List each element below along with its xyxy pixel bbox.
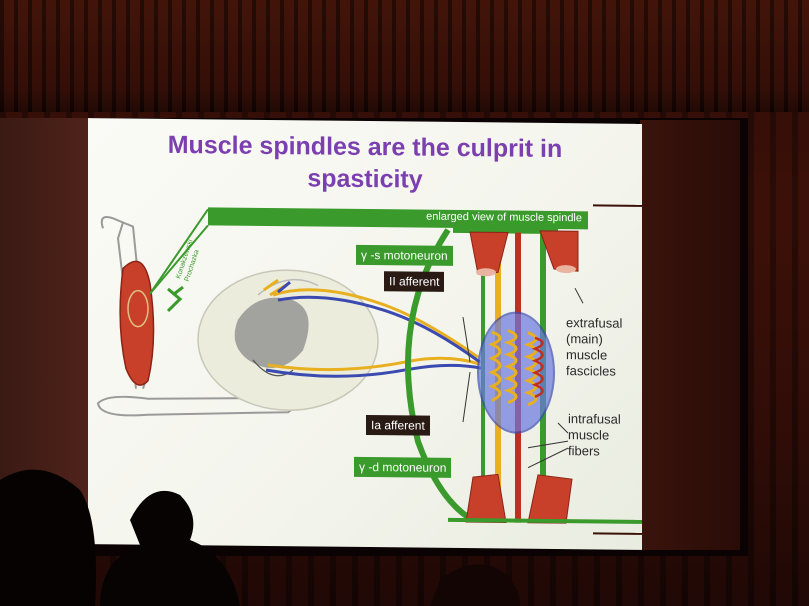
intrafusal-label-line-2: muscle [568, 427, 610, 443]
spindle-red-coils [531, 336, 544, 398]
intrafusal-label-line-1: intrafusal [568, 411, 621, 427]
extrafusal-label-line-4: fascicles [566, 363, 616, 379]
muscle-spindle-diagram: Konakzewski Prochazka [96, 204, 642, 535]
biceps-spindle-highlight [127, 289, 149, 328]
screen-side-right [640, 120, 740, 550]
extrafusal-label-line-1: extrafusal [566, 315, 623, 331]
spindle-coils [488, 329, 538, 407]
curtain-valance [0, 0, 809, 112]
label-pointer-lines [462, 287, 584, 469]
gamma-d-motoneuron-label: γ -d motoneuron [354, 456, 452, 478]
ii-afferent-label: II afferent [384, 271, 445, 292]
biceps-muscle [119, 260, 155, 386]
ia-afferent-label: Ia afferent [366, 415, 430, 436]
screen-side-left [0, 118, 92, 538]
nerve-fibers [263, 278, 483, 378]
extrafusal-fascicles-top [469, 230, 579, 277]
enlarged-view-label: enlarged view of muscle spindle [426, 210, 582, 225]
extrafusal-label-line-2: (main) [566, 331, 603, 347]
intrafusal-label: intrafusal muscle fibers [568, 411, 621, 460]
extrafusal-label: extrafusal (main) muscle fascicles [566, 315, 622, 380]
intrafusal-label-line-3: fibers [568, 443, 600, 459]
extrafusal-fascicles-bottom [465, 473, 573, 524]
extrafusal-label-line-3: muscle [566, 347, 608, 363]
presentation-slide: Muscle spindles are the culprit in spast… [88, 118, 642, 550]
small-spindle-icon [166, 285, 184, 313]
gamma-s-motoneuron-label: γ -s motoneuron [356, 244, 453, 266]
